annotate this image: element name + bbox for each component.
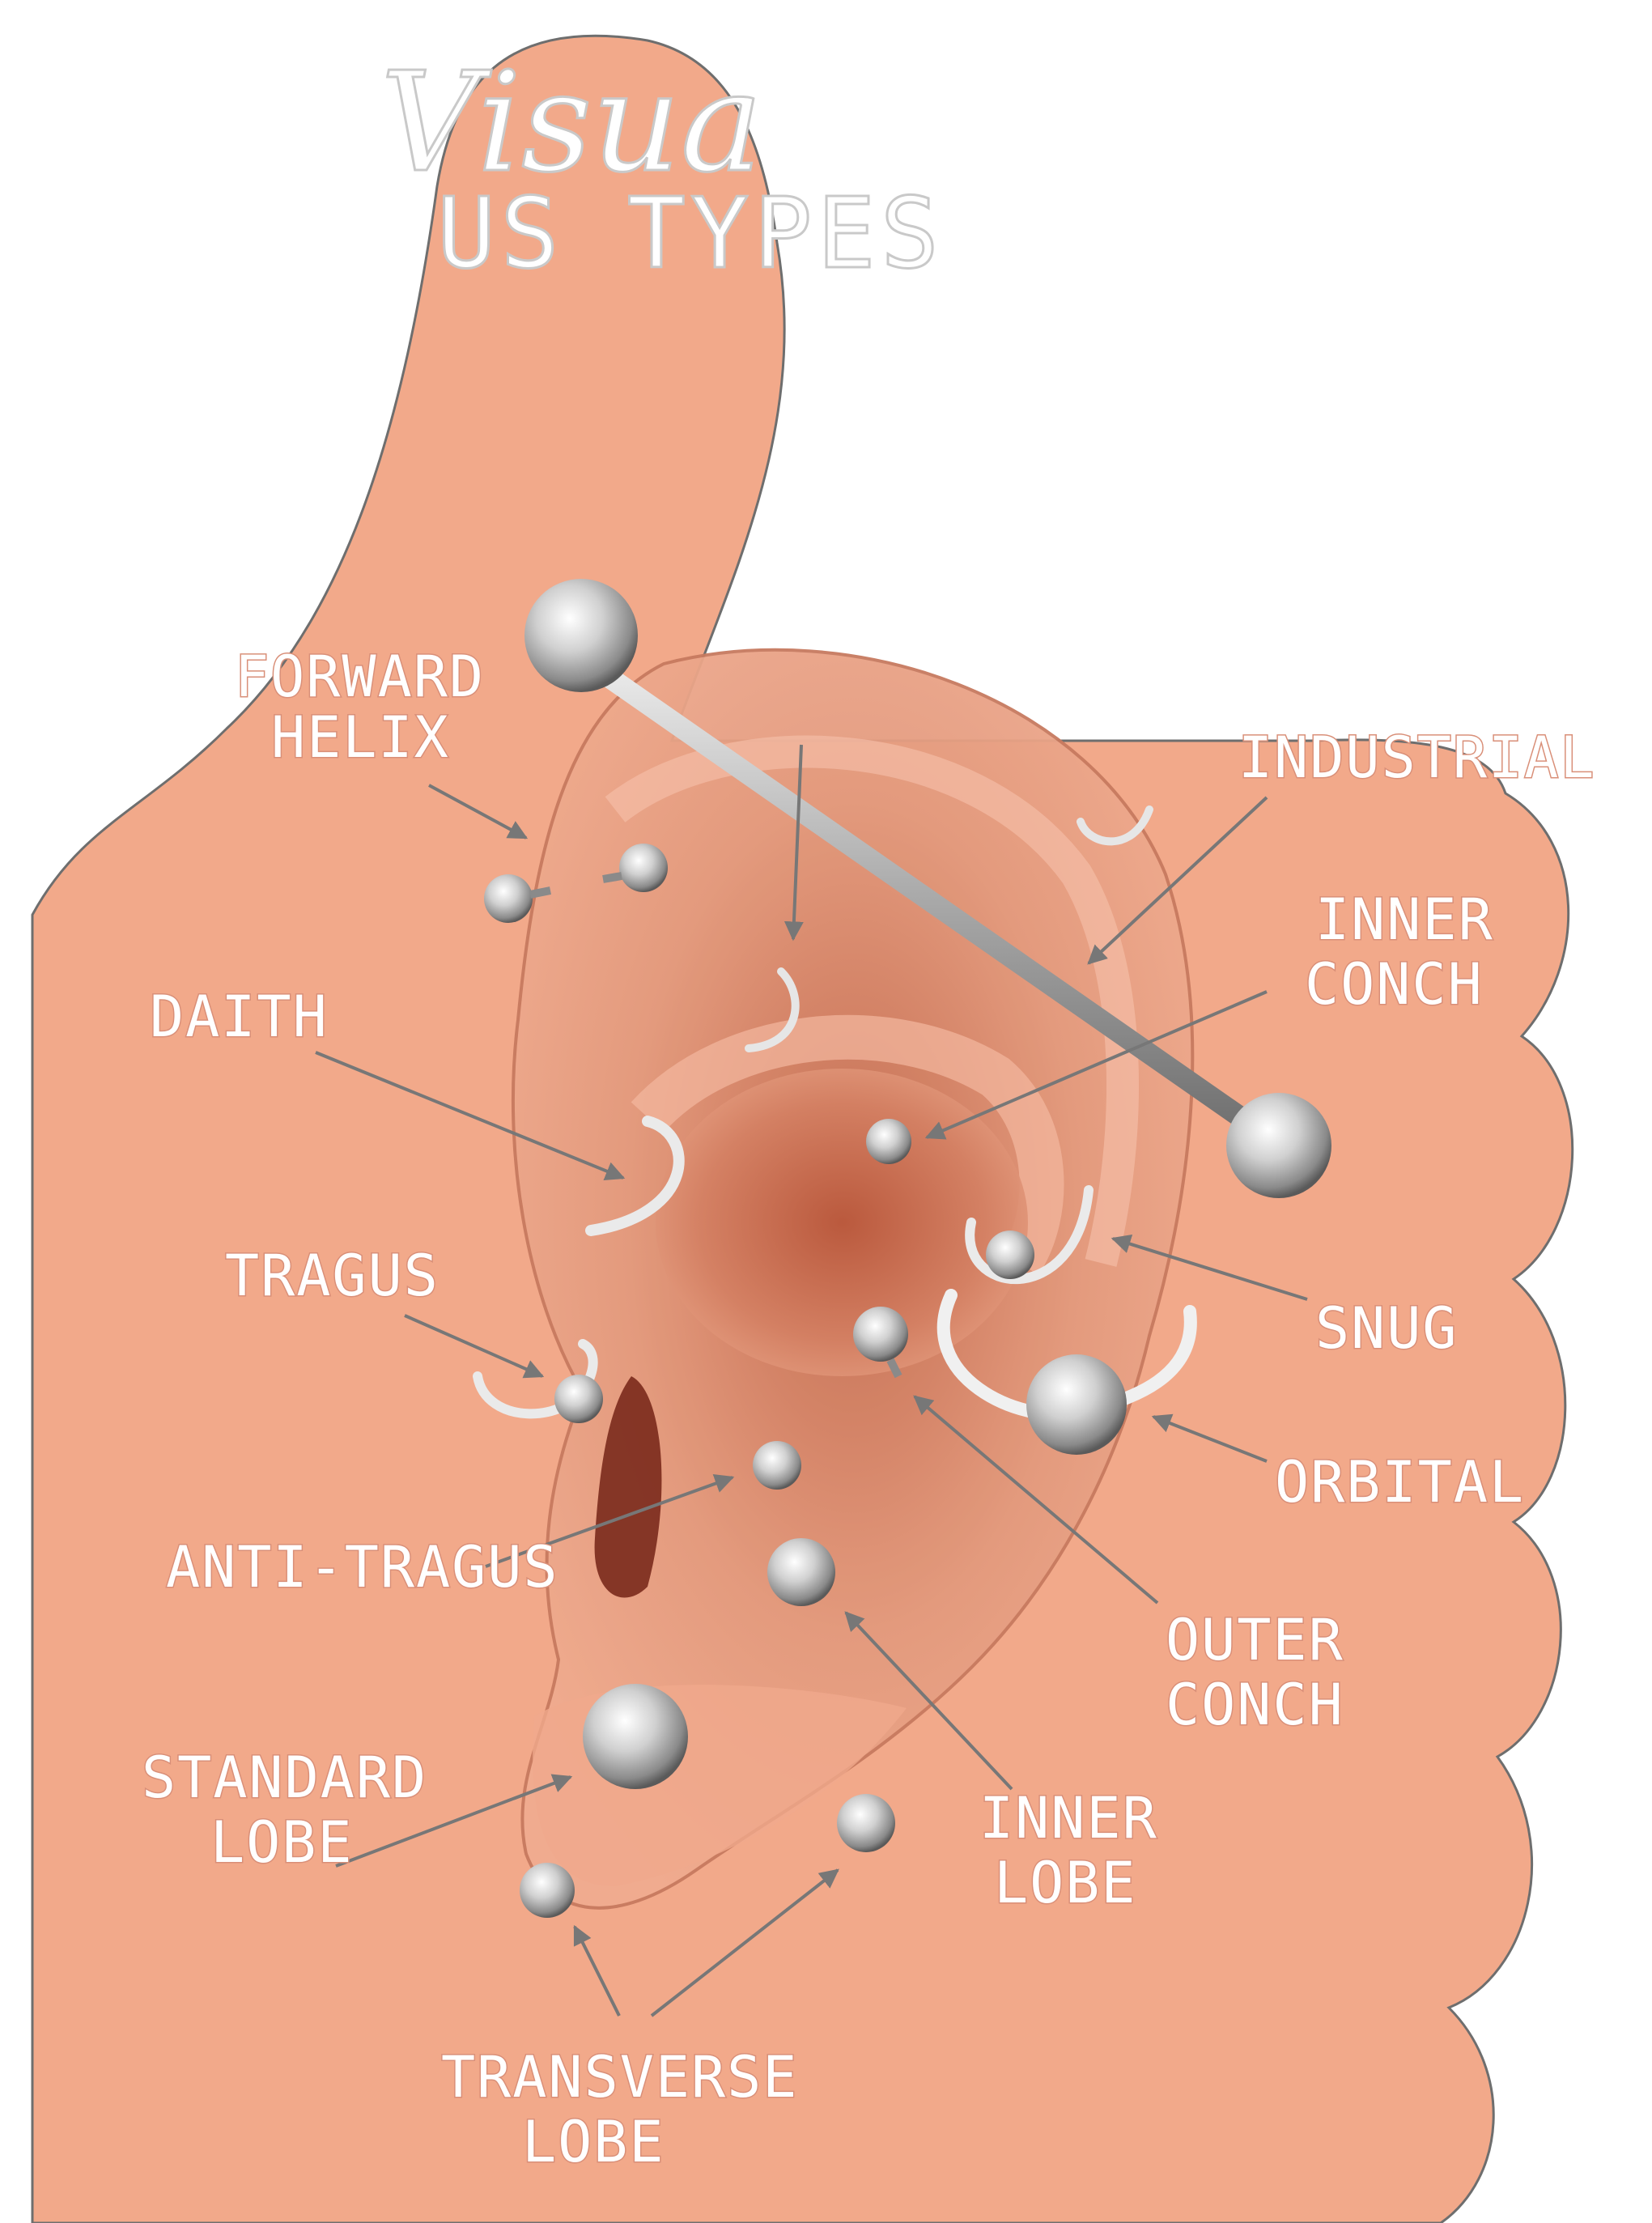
jewelry	[473, 579, 1331, 1918]
label-transverse-lobe: TRANSVERSE LOBE	[441, 2044, 834, 2175]
label-snug: SNUG	[1315, 1295, 1459, 1362]
label-industrial: INDUSTRIAL	[1238, 725, 1595, 791]
label-anti-tragus: ANTI-TRAGUS	[166, 1534, 559, 1600]
label-daith: DAITH	[150, 984, 329, 1050]
label-inner-lobe: INNER LOBE	[979, 1785, 1194, 1916]
label-outer-conch: OUTER CONCH	[1166, 1607, 1380, 1738]
diagram-subtitle: US TYPES	[437, 178, 944, 291]
industrial-ball-top	[524, 579, 638, 692]
label-forward-helix: FORWARD HELIX	[235, 644, 520, 771]
label-tragus: TRAGUS	[225, 1243, 440, 1309]
label-standard-lobe: STANDARD LOBE	[142, 1745, 463, 1876]
diagram-title: Visua	[380, 43, 762, 203]
label-inner-conch: INNER CONCH	[1305, 886, 1530, 1018]
piercing-labels: FORWARD HELIX INDUSTRIAL INNER CONCH DAI…	[141, 643, 1595, 2177]
label-orbital: ORBITAL	[1275, 1449, 1525, 1515]
industrial-ball-bottom	[1226, 1093, 1331, 1198]
leader-lines	[315, 744, 1308, 2017]
